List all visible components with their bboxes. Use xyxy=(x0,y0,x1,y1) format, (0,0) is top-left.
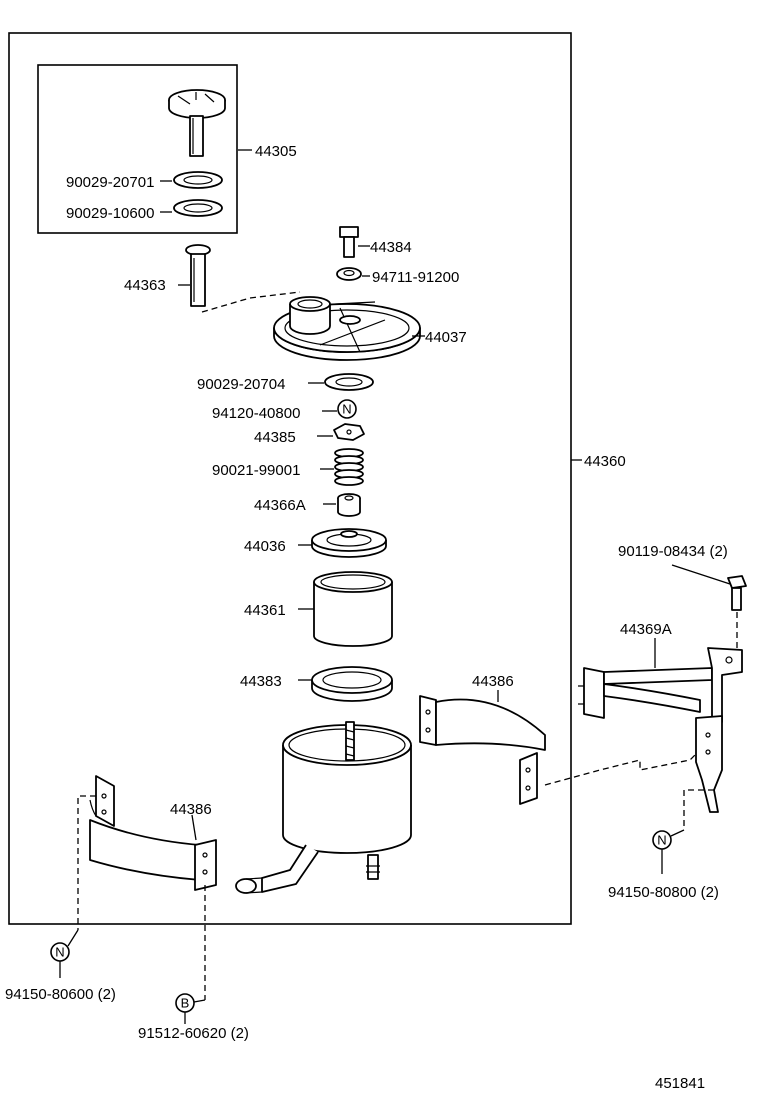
label-90021-99001: 90021-99001 xyxy=(212,462,300,479)
nut-94711-91200 xyxy=(336,267,362,281)
label-90029-20704: 90029-20704 xyxy=(197,376,285,393)
label-94150-80600: 94150-80600 (2) xyxy=(5,986,116,1003)
bracket-44369a xyxy=(578,647,743,813)
retainer-44385 xyxy=(333,423,365,441)
bolt-44384 xyxy=(339,226,359,258)
label-44360: 44360 xyxy=(584,453,626,470)
n-symbol-right-text: N xyxy=(657,833,666,848)
seal-ring-44383 xyxy=(311,666,393,702)
n-nut-symbol xyxy=(337,399,357,419)
label-94120-40800: 94120-40800 xyxy=(212,405,300,422)
label-90029-20701: 90029-20701 xyxy=(66,174,154,191)
n-symbol-text: N xyxy=(342,402,351,417)
label-90119-08434: 90119-08434 (2) xyxy=(618,543,728,560)
b-symbol-text: B xyxy=(181,996,190,1011)
label-44383: 44383 xyxy=(240,673,282,690)
label-90029-10600: 90029-10600 xyxy=(66,205,154,222)
n-symbol-left-text: N xyxy=(55,945,64,960)
label-94150-80800: 94150-80800 (2) xyxy=(608,884,719,901)
spring-90021-99001 xyxy=(334,448,364,486)
label-91512-60620: 91512-60620 (2) xyxy=(138,1025,249,1042)
label-44366a: 44366A xyxy=(254,497,306,514)
label-44036: 44036 xyxy=(244,538,286,555)
label-44386-left: 44386 xyxy=(170,801,212,818)
label-44384: 44384 xyxy=(370,239,412,256)
band-clamp-44386-right xyxy=(419,695,546,805)
band-clamp-44386-left xyxy=(89,775,217,891)
label-44361: 44361 xyxy=(244,602,286,619)
label-94711-91200: 94711-91200 xyxy=(372,269,459,286)
gasket-90029-20704 xyxy=(324,373,374,391)
gasket-90029-20701 xyxy=(173,171,223,189)
subassembly-44305-frame xyxy=(37,64,238,234)
cap-knob-part xyxy=(168,89,226,157)
label-44363: 44363 xyxy=(124,277,166,294)
reservoir-cover-44037 xyxy=(273,296,421,361)
reservoir-body xyxy=(235,721,412,894)
label-44385: 44385 xyxy=(254,429,296,446)
assembly-44360-frame xyxy=(8,32,572,925)
label-44305: 44305 xyxy=(255,143,297,160)
label-44369a: 44369A xyxy=(620,621,672,638)
figure-number: 451841 xyxy=(655,1075,705,1092)
filter-element-44361 xyxy=(313,571,393,647)
label-44386-right: 44386 xyxy=(472,673,514,690)
valve-44366a xyxy=(337,493,361,517)
filter-plate-44036 xyxy=(311,528,387,558)
label-44037: 44037 xyxy=(425,329,467,346)
filler-tube-44363 xyxy=(185,244,211,307)
bolt-90119-08434 xyxy=(727,575,747,611)
gasket-90029-10600 xyxy=(173,199,223,217)
